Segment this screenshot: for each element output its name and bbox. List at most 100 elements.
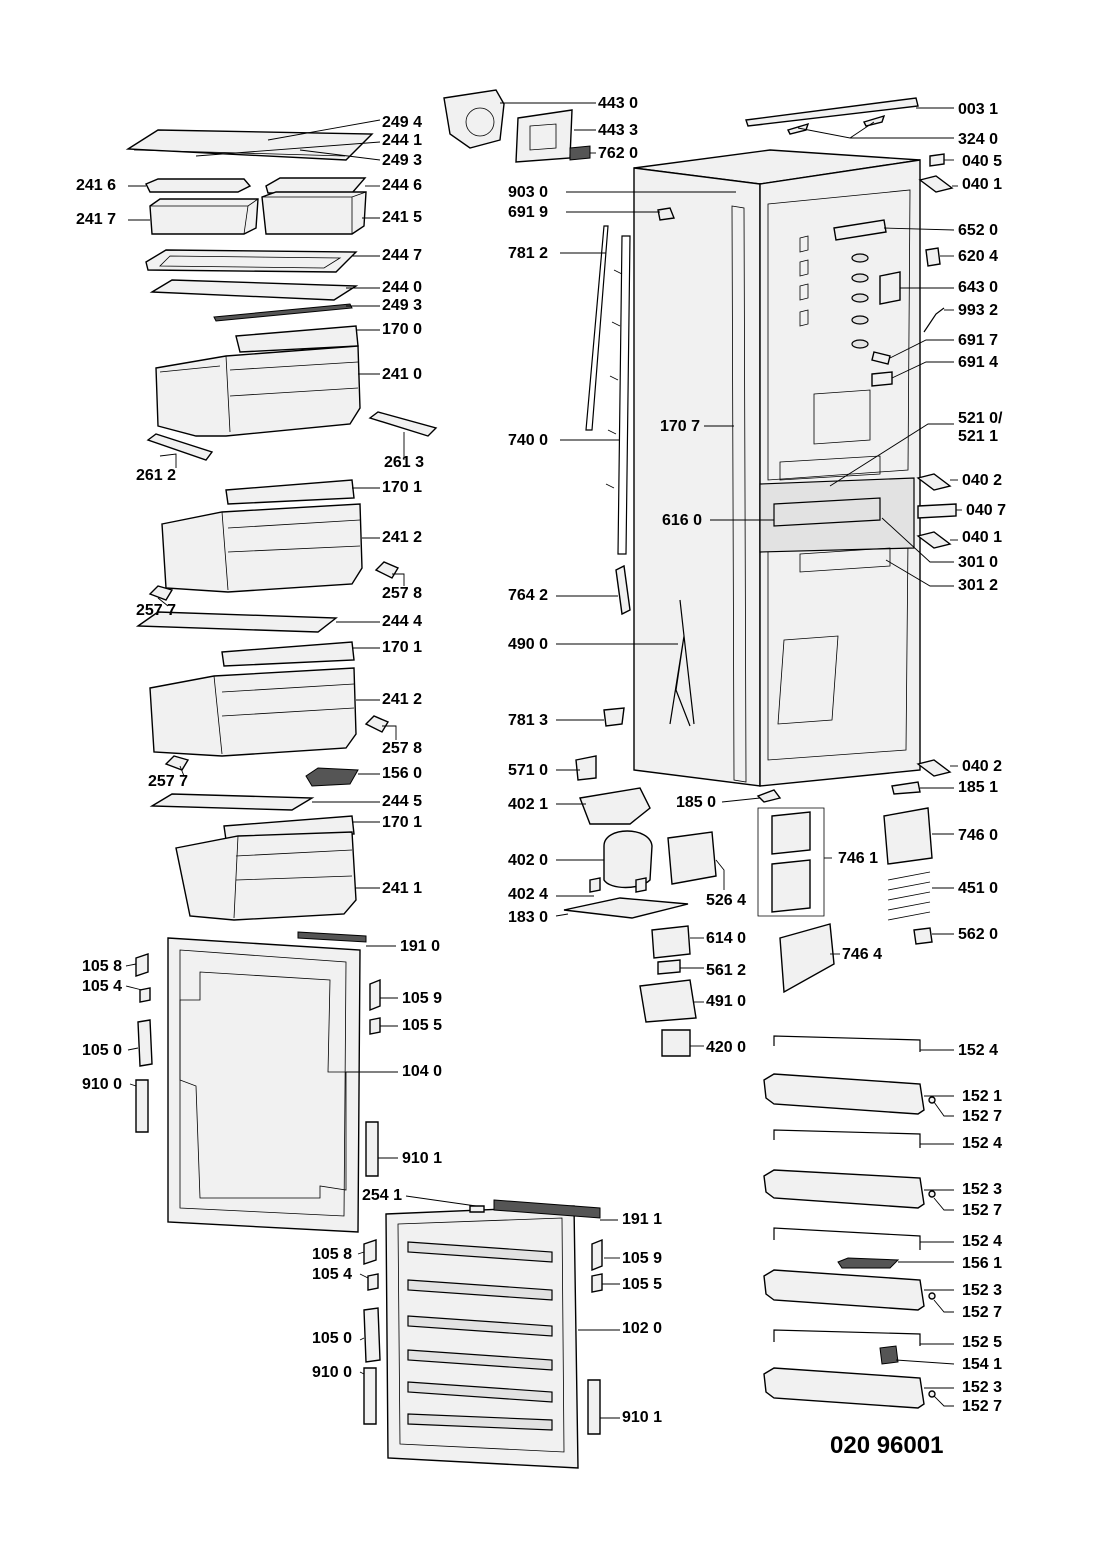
callout-443-3: 443 3 — [598, 122, 639, 139]
part-154-1 — [879, 1345, 899, 1365]
capacitor-420-0 — [661, 1029, 691, 1057]
callout-105-0: 105 0 — [82, 1042, 123, 1059]
tube-781-2 — [585, 225, 609, 431]
callout-152-7: 152 7 — [962, 1202, 1003, 1219]
callout-241-0: 241 0 — [382, 366, 423, 383]
part-571-0 — [575, 755, 597, 781]
freezer-door-assembly — [363, 1199, 603, 1469]
callout-152-4: 152 4 — [958, 1042, 999, 1059]
callout-152-4: 152 4 — [962, 1233, 1003, 1250]
clip-257-7-a — [148, 585, 174, 601]
glass-shelf-top — [125, 129, 374, 161]
callout-561-2: 561 2 — [706, 962, 747, 979]
right-upper-parts — [745, 97, 957, 945]
callout-691-4: 691 4 — [958, 354, 999, 371]
cabinet-front — [759, 159, 921, 787]
callout-105-9: 105 9 — [402, 990, 443, 1007]
callout-152-7: 152 7 — [962, 1304, 1003, 1321]
heater-451-0 — [887, 871, 931, 921]
callout-040-5: 040 5 — [962, 153, 1003, 170]
part-185-1 — [891, 781, 921, 795]
callout-324-0: 324 0 — [958, 131, 999, 148]
callout-420-0: 420 0 — [706, 1039, 747, 1056]
top-center-parts — [443, 89, 591, 163]
callout-764-2: 764 2 — [508, 587, 549, 604]
gasket-191-0 — [297, 931, 367, 943]
callout-249-3: 249 3 — [382, 152, 423, 169]
part-620-4 — [925, 247, 941, 267]
clip-257-8-b — [364, 715, 390, 733]
cabinet-body — [633, 149, 921, 787]
clip-257-7-b — [164, 755, 190, 771]
callout-244-1: 244 1 — [382, 132, 423, 149]
top-cover-003-1 — [745, 97, 919, 127]
callout-152-4: 152 4 — [962, 1135, 1003, 1152]
callout-562-0: 562 0 — [958, 926, 999, 943]
part-561-2 — [657, 959, 681, 975]
callout-244-6: 244 6 — [382, 177, 423, 194]
callout-249-3: 249 3 — [382, 297, 423, 314]
callout-257-8: 257 8 — [382, 585, 423, 602]
callout-105-8: 105 8 — [312, 1246, 353, 1263]
condenser-746-0 — [883, 807, 933, 865]
callout-040-2: 040 2 — [962, 758, 1003, 775]
balcony-152-3-c — [763, 1367, 925, 1409]
glass-244-0 — [149, 279, 359, 301]
callout-244-0: 244 0 — [382, 279, 423, 296]
gasket-191-1 — [493, 1199, 601, 1219]
fan-443-0 — [443, 89, 505, 149]
callout-521-1: 521 1 — [958, 428, 999, 445]
callout-740-0: 740 0 — [508, 432, 549, 449]
part-562-0 — [913, 927, 933, 945]
callout-451-0: 451 0 — [958, 880, 999, 897]
parts-324-0 — [787, 114, 886, 135]
callout-105-0: 105 0 — [312, 1330, 353, 1347]
callout-261-2: 261 2 — [136, 467, 177, 484]
callout-170-0: 170 0 — [382, 321, 423, 338]
part-691-9 — [657, 207, 675, 221]
callout-170-1: 170 1 — [382, 479, 423, 496]
callout-257-7: 257 7 — [148, 773, 189, 790]
callout-105-5: 105 5 — [402, 1017, 443, 1034]
door-balconies — [763, 1035, 936, 1409]
callout-105-9: 105 9 — [622, 1250, 663, 1267]
callout-185-0: 185 0 — [676, 794, 717, 811]
rail-261-3 — [368, 411, 438, 437]
callout-781-2: 781 2 — [508, 245, 549, 262]
front-strip-170-1-b — [221, 641, 355, 667]
callout-105-4: 105 4 — [312, 1266, 353, 1283]
capillary-764-2 — [615, 564, 631, 616]
glass-244-4 — [135, 611, 338, 633]
part-040-5 — [929, 153, 945, 167]
bar-152-4-b — [773, 1129, 921, 1148]
callout-261-3: 261 3 — [384, 454, 425, 471]
callout-521-0: 521 0/ — [958, 410, 1003, 427]
control-panel-616-0 — [773, 497, 881, 527]
tray-402-1 — [579, 787, 651, 825]
callout-191-0: 191 0 — [400, 938, 441, 955]
callout-402-0: 402 0 — [508, 852, 549, 869]
part-614-0 — [651, 925, 691, 959]
balcony-152-3-b — [763, 1269, 925, 1311]
compressor-402-0 — [603, 830, 653, 889]
callout-691-7: 691 7 — [958, 332, 999, 349]
callout-993-2: 993 2 — [958, 302, 999, 319]
callout-170-1: 170 1 — [382, 639, 423, 656]
part-643-0 — [879, 271, 901, 305]
callout-643-0: 643 0 — [958, 279, 999, 296]
cabinet-side — [633, 167, 761, 787]
callout-257-8: 257 8 — [382, 740, 423, 757]
callout-910-1: 910 1 — [402, 1150, 443, 1167]
callout-152-1: 152 1 — [962, 1088, 1003, 1105]
part-691-7 — [871, 351, 891, 365]
callout-254-1: 254 1 — [362, 1187, 403, 1204]
hinge-040-2-a — [916, 473, 952, 491]
callout-170-1: 170 1 — [382, 814, 423, 831]
callout-301-2: 301 2 — [958, 577, 999, 594]
hinge-040-1-b — [916, 531, 952, 549]
ice-tray-156-0 — [305, 767, 359, 787]
callout-185-1: 185 1 — [958, 779, 999, 796]
callout-903-0: 903 0 — [508, 184, 549, 201]
